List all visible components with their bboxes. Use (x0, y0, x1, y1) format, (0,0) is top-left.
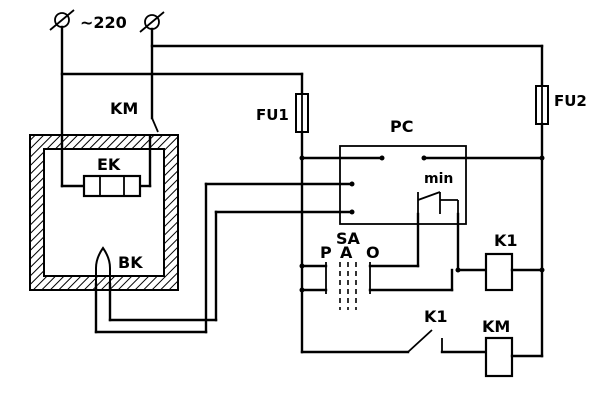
supply-label: ~220 (80, 13, 127, 32)
heater-ek (82, 174, 142, 198)
pos-a-label: A (340, 243, 353, 262)
thermocouple-bk (95, 246, 111, 284)
supply-line-right (138, 27, 159, 188)
pos-p-label: P (320, 243, 332, 262)
sa-label: SA (336, 229, 361, 248)
k1-branch (450, 212, 488, 292)
sensor-wire-outer (94, 182, 354, 334)
heater-label: EK (97, 155, 121, 174)
k1-contact-label: K1 (424, 307, 448, 326)
k1-coil (484, 252, 544, 292)
k1-coil-label: K1 (494, 231, 518, 250)
km-coil (484, 336, 544, 378)
supply-line-left (60, 25, 86, 188)
fu1-branch (60, 72, 304, 96)
top-bus (150, 44, 544, 88)
selector-switch-sa (300, 262, 454, 310)
fuse-fu1 (295, 93, 309, 133)
fu1-label: FU1 (256, 106, 289, 124)
km-contact-label: KM (110, 99, 138, 118)
pc-label: PC (390, 117, 413, 136)
k1-contact (300, 329, 488, 354)
left-rail (299, 130, 305, 354)
pos-o-label: O (366, 243, 380, 262)
fuse-fu2 (535, 85, 549, 125)
fu2-label: FU2 (554, 92, 587, 110)
oven-enclosure (29, 134, 179, 291)
thermocouple-label: BK (118, 253, 143, 272)
sensor-wire-inner (108, 210, 354, 322)
km-coil-label: KM (482, 317, 510, 336)
min-label: min (424, 171, 453, 187)
